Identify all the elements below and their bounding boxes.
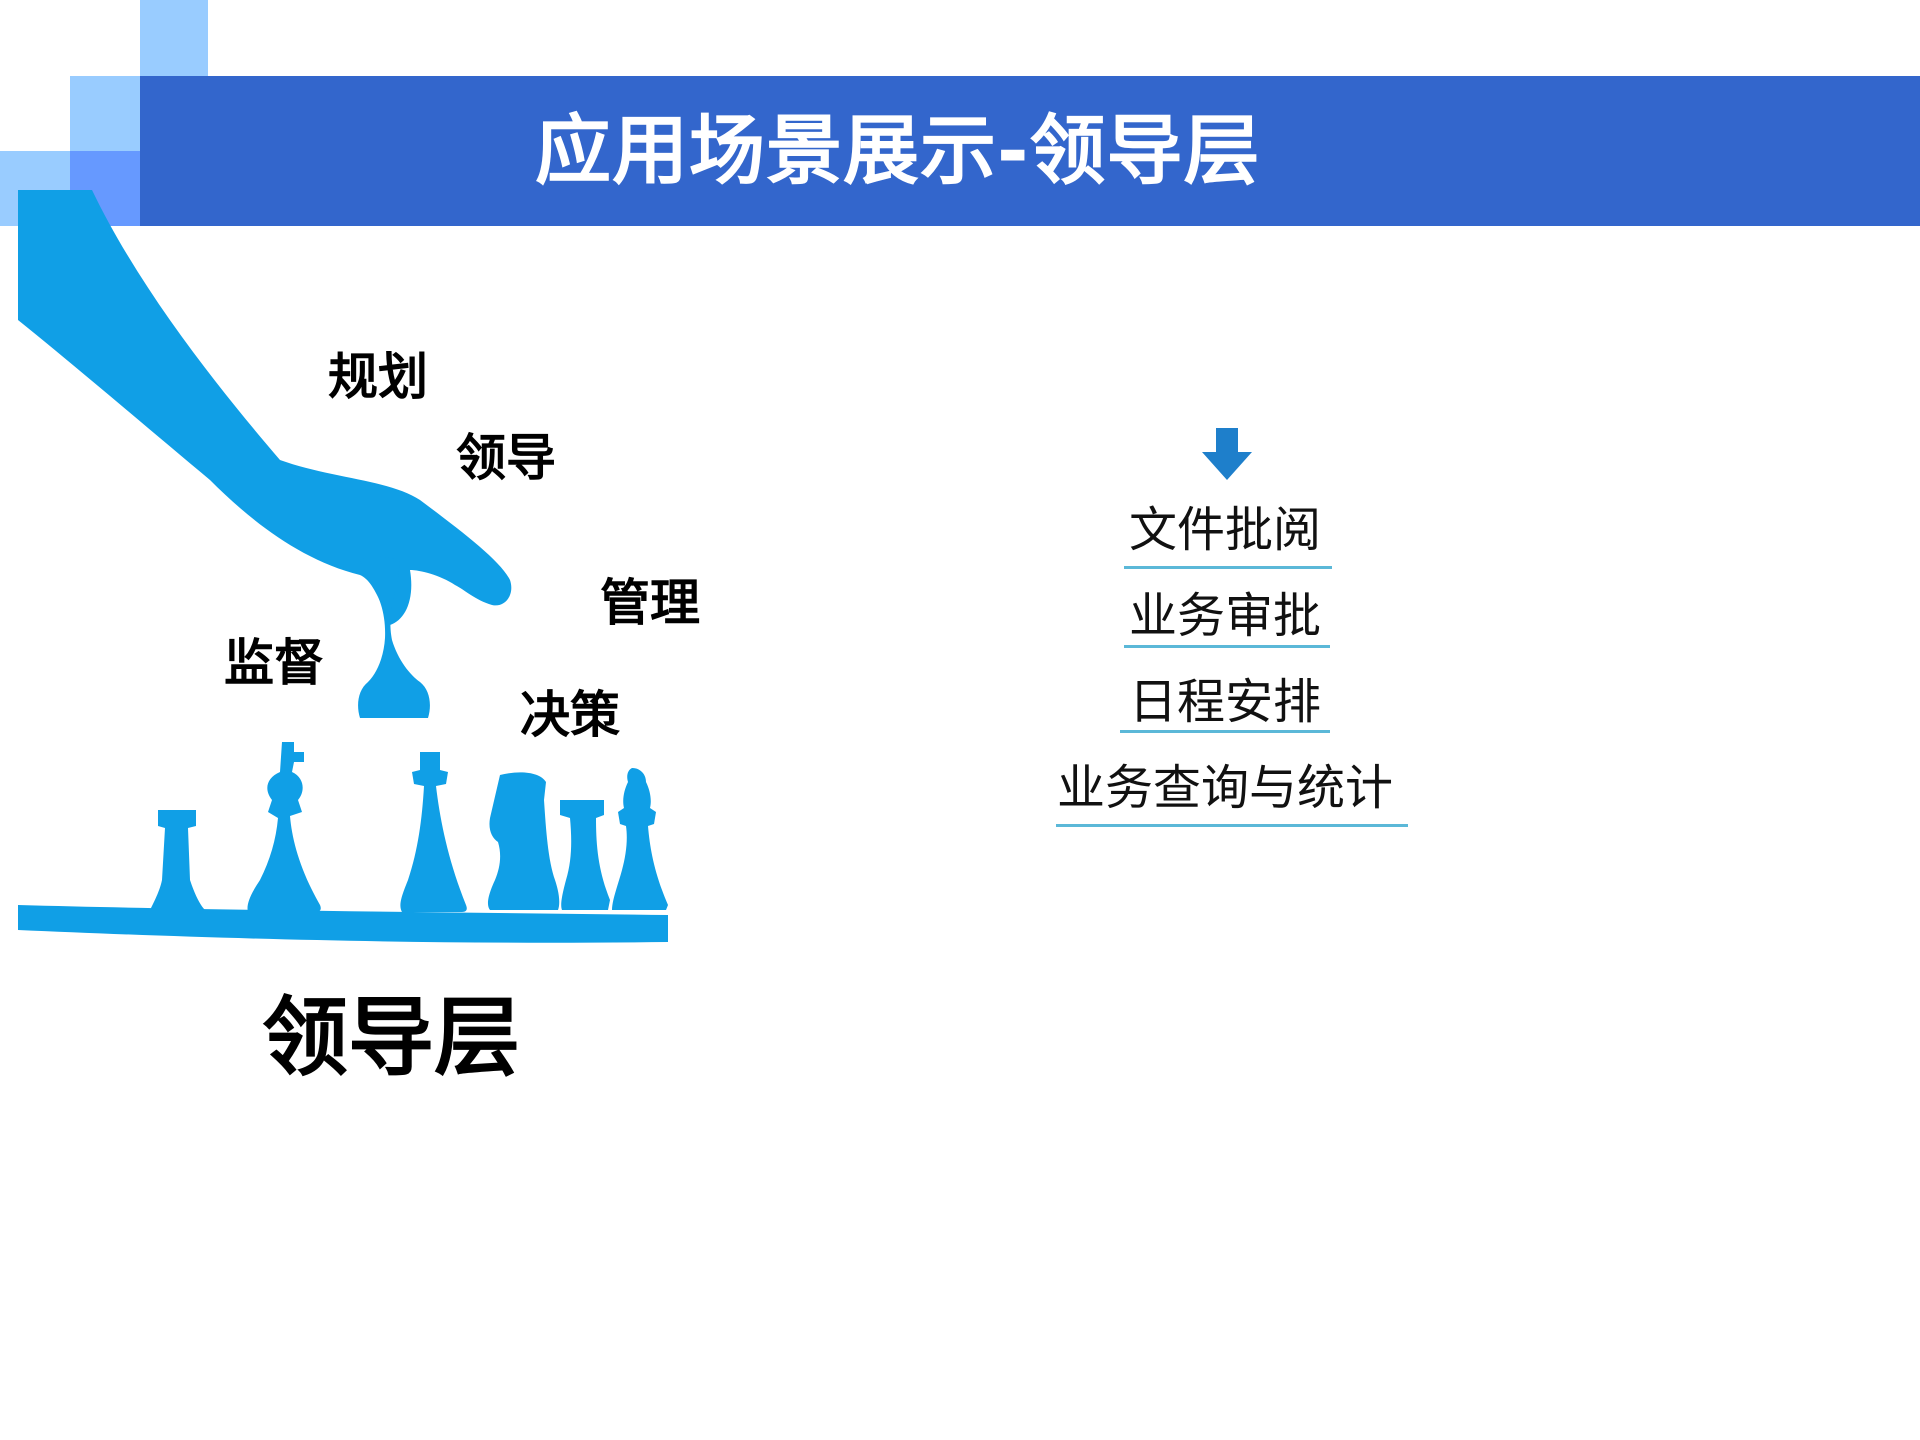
chess-king: [247, 742, 321, 912]
function-item-underline: [1120, 730, 1330, 733]
function-item-document-review: 文件批阅: [1128, 502, 1321, 558]
function-item-underline: [1124, 566, 1332, 569]
down-arrow-icon: [1202, 428, 1252, 480]
chess-queen: [612, 768, 668, 910]
deco-square-mid-left: [70, 76, 140, 151]
chess-bishop: [400, 752, 467, 912]
keyword-deciding: 决策: [520, 686, 620, 744]
deco-square-top: [140, 0, 208, 76]
lifted-chess-piece: [358, 556, 430, 718]
keyword-supervising: 监督: [224, 634, 324, 692]
function-item-underline: [1124, 645, 1330, 648]
keyword-managing: 管理: [600, 574, 700, 632]
keyword-leading: 领导: [456, 429, 556, 487]
function-item-query-statistics: 业务查询与统计: [1056, 760, 1393, 816]
function-item-schedule: 日程安排: [1128, 674, 1321, 730]
chess-rook-1: [150, 810, 205, 910]
keyword-planning: 规划: [328, 348, 428, 406]
hand-silhouette: [18, 190, 512, 625]
function-item-business-approval: 业务审批: [1128, 588, 1321, 644]
title-bar: [140, 76, 1920, 226]
page-title: 应用场景展示-领导层: [535, 106, 1261, 195]
board-base: [18, 905, 668, 943]
chess-knight: [487, 772, 560, 910]
hand-moving-chess-piece-icon: [18, 190, 668, 943]
leadership-label: 领导层: [262, 988, 520, 1088]
chess-rook-2: [560, 800, 610, 910]
function-item-underline: [1056, 824, 1408, 827]
